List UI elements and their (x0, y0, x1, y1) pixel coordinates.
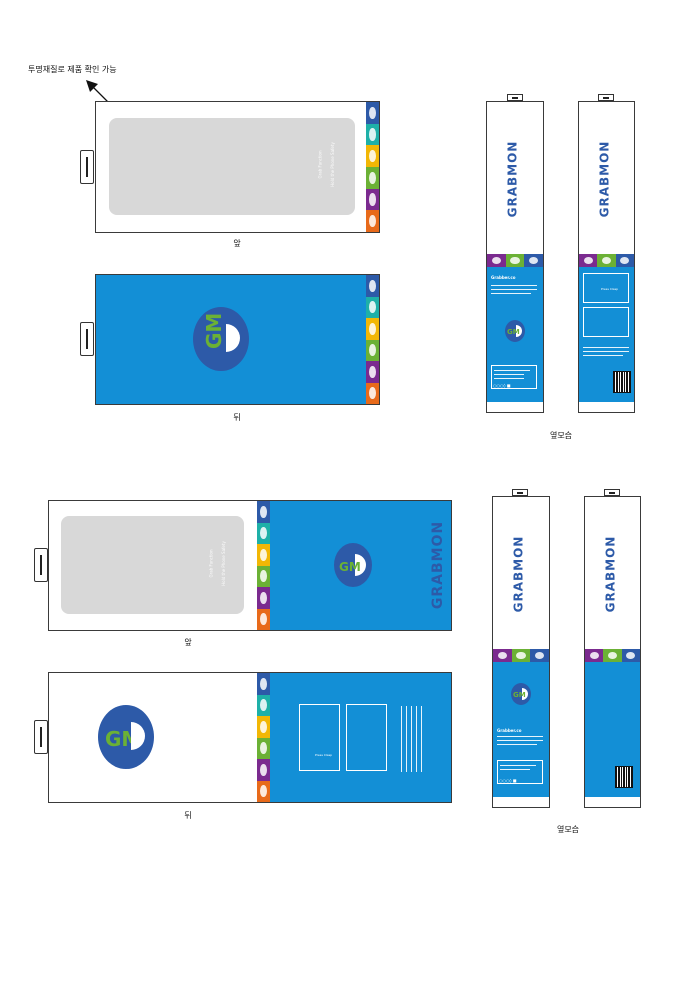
brand-text: GRABMON (597, 140, 612, 218)
side-panel-left: GRABMON GM Grabber.co ○○○◊ ■ (492, 496, 550, 808)
transparent-material-note: 투명재질로 제품 확인 가능 (28, 65, 117, 74)
color-strip (366, 275, 379, 404)
side-panel-right: GRABMON Press Clasp (578, 101, 635, 413)
side-panel-right: GRABMON (584, 496, 641, 808)
hanger-tab (598, 94, 614, 101)
side-heading: Grabber.co (491, 275, 516, 280)
certification-icon: ○○○◊ ■ (499, 778, 517, 783)
front-panel: Grab Function Hold the Phone Safety (95, 101, 380, 233)
svg-text:GM: GM (202, 313, 226, 349)
side-heading: Grabber.co (497, 728, 522, 733)
color-band (585, 649, 640, 662)
hang-tab (34, 548, 48, 582)
svg-text:GM: GM (507, 328, 520, 336)
front-blue-flap: GM GRABMON (270, 501, 451, 630)
instruction-title: Press Clasp (315, 753, 333, 757)
color-band (493, 649, 550, 662)
instruction-box-2 (346, 704, 387, 771)
brand-name: GRABMON (505, 141, 519, 218)
window-text-2: Hold the Phone Safety (220, 541, 226, 586)
gm-logo-icon: GM (193, 307, 249, 371)
back-unfolded-panel: GM Press Clasp (48, 672, 452, 803)
back-panel: GM (95, 274, 380, 405)
transparent-window (109, 118, 355, 215)
barcode-icon (613, 371, 631, 393)
side-blue-area: Grabber.co GM ○○○◊ ■ (487, 267, 543, 402)
color-strip (366, 102, 379, 233)
svg-text:GM: GM (513, 691, 526, 699)
brand-name: GRABMON (511, 536, 525, 613)
hanger-tab (507, 94, 523, 101)
brand-name: GRABMON (430, 521, 446, 609)
label-front: 앞 (233, 239, 241, 248)
hanger-tab (604, 489, 620, 496)
transparent-window (61, 516, 244, 614)
color-strip (257, 501, 270, 630)
brand-text: GRABMON (505, 140, 520, 218)
svg-text:GM: GM (339, 560, 361, 574)
brand-name: GRABMON (597, 141, 611, 218)
gm-logo-icon: GM (511, 683, 531, 705)
color-band (487, 254, 544, 267)
hang-tab (80, 322, 94, 356)
brand-text: GRABMON (603, 535, 618, 613)
hang-tab (34, 720, 48, 754)
gm-logo-icon: GM (98, 705, 154, 769)
brand-text: GRABMON (511, 535, 526, 613)
instruction-box-1 (299, 704, 340, 771)
color-strip (257, 673, 270, 802)
certification-icon: ○○○◊ ■ (493, 383, 511, 388)
side-blue-area: Press Clasp (579, 267, 634, 402)
gm-logo-icon: GM (334, 543, 372, 587)
hang-tab (80, 150, 94, 184)
brand-name: GRABMON (603, 536, 617, 613)
back-blue-flap: Press Clasp (270, 673, 451, 802)
window-text-2: Hold the Phone Safety (329, 142, 335, 187)
label-back: 뒤 (233, 413, 241, 422)
label-side: 옆모습 (549, 431, 573, 440)
label-back: 뒤 (184, 811, 192, 820)
front-unfolded-panel: Grab Function Hold the Phone Safety GM G… (48, 500, 452, 631)
label-side: 옆모습 (556, 825, 580, 834)
color-band (579, 254, 634, 267)
side-blue-area (585, 662, 640, 797)
gm-logo-icon: GM (505, 320, 525, 342)
barcode-icon (615, 766, 633, 788)
instruction-title: Press Clasp (601, 287, 619, 291)
brand-text: GRABMON (430, 520, 447, 610)
side-panel-left: GRABMON Grabber.co GM ○○○◊ ■ (486, 101, 544, 413)
side-blue-area: GM Grabber.co ○○○◊ ■ (493, 662, 549, 797)
hanger-tab (512, 489, 528, 496)
label-front: 앞 (184, 638, 192, 647)
window-text-1: Grab Function (208, 549, 214, 578)
window-text-1: Grab Function (317, 150, 323, 179)
